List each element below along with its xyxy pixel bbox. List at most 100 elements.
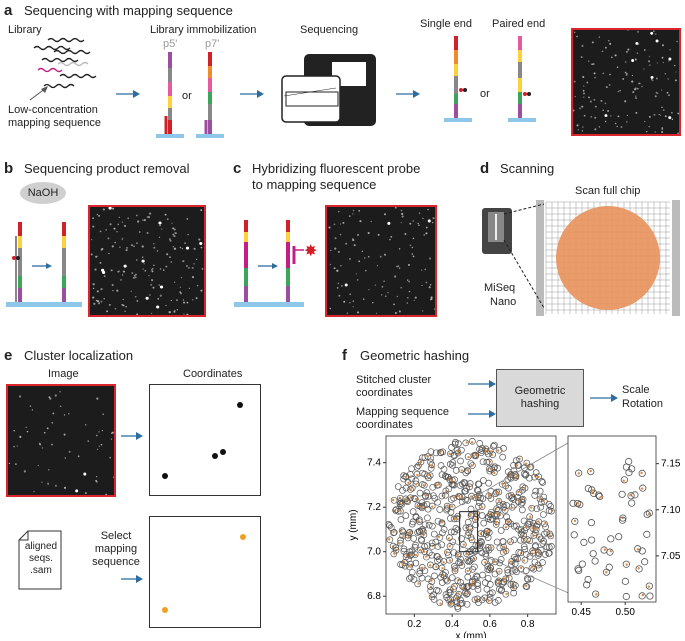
zoom-region [459, 511, 479, 553]
cluster-spot [95, 255, 98, 258]
cluster-spot [636, 52, 639, 55]
mapping-marker [536, 550, 539, 553]
cluster-spot [84, 492, 87, 495]
cluster-marker [474, 582, 481, 589]
y-tick-label: 7.2 [367, 502, 381, 513]
cluster-spot [179, 292, 183, 295]
cluster-marker [639, 484, 647, 492]
mapping-marker [441, 567, 444, 570]
cluster-spot [136, 242, 138, 245]
cluster-spot [8, 462, 10, 465]
pointer-arrow [29, 86, 48, 101]
cluster-spot [589, 100, 592, 103]
cluster-marker [466, 557, 474, 565]
cluster-spot [110, 438, 113, 440]
cluster-spot [582, 126, 584, 128]
cluster-marker [475, 541, 482, 549]
mapping-marker [487, 599, 490, 603]
cluster-marker [645, 509, 653, 517]
cluster-spot [102, 208, 105, 211]
cluster-spot [591, 63, 593, 66]
cluster-marker [445, 551, 452, 559]
cluster-spot [95, 479, 97, 482]
cluster-spot [588, 60, 590, 62]
cluster-spot [112, 289, 114, 292]
cluster-marker [443, 502, 451, 510]
cluster-spot [635, 95, 637, 97]
mapping-marker [465, 441, 468, 444]
cluster-spot [604, 120, 607, 123]
cluster-marker [427, 448, 435, 456]
cluster-marker [526, 518, 534, 526]
cluster-marker [541, 551, 549, 558]
cluster-spot [193, 263, 195, 265]
cluster-spot [661, 106, 663, 109]
cluster-marker [490, 442, 497, 450]
mapping-marker [404, 475, 408, 479]
cluster-marker [458, 446, 465, 454]
cluster-marker [390, 550, 398, 558]
cluster-spot [598, 36, 601, 38]
cluster-marker [628, 465, 636, 473]
mapping-marker [494, 520, 498, 524]
zoom-connector-lines [451, 435, 581, 599]
cluster-marker [474, 579, 482, 587]
cluster-marker [386, 536, 394, 544]
cluster-marker [504, 468, 512, 476]
cluster-spot [19, 435, 22, 439]
cluster-spot [136, 299, 139, 302]
panel-a-letter: a [4, 2, 13, 19]
cluster-spot [169, 256, 171, 258]
panel-c-title-line1: Hybridizing fluorescent probe [252, 161, 421, 176]
cluster-marker [578, 560, 586, 568]
cluster-marker [418, 502, 426, 510]
mapping-marker [493, 471, 496, 475]
cluster-spot [92, 225, 95, 228]
mapping-marker [485, 530, 488, 533]
mapping-marker [490, 546, 493, 549]
cluster-marker [472, 451, 479, 459]
cluster-spot [107, 237, 110, 240]
cluster-spot [125, 305, 127, 308]
x-tick-label: 0.4 [445, 619, 459, 630]
cluster-marker [589, 550, 597, 558]
cluster-spot [126, 246, 128, 249]
cluster-spot [25, 426, 27, 429]
sequencing-label: Sequencing [300, 24, 359, 36]
cluster-spot [92, 287, 95, 290]
flowcell-scan-illustration [482, 200, 680, 316]
cluster-spot [384, 213, 387, 216]
cluster-marker [406, 575, 413, 582]
library-immobilization-label: Library immobilization [150, 24, 257, 36]
cluster-spot [95, 434, 98, 437]
cluster-marker [466, 525, 474, 533]
cluster-spot [196, 284, 199, 287]
cluster-spot [409, 244, 412, 247]
cluster-spot [609, 42, 612, 45]
cluster-marker [415, 462, 422, 469]
cluster-marker [447, 600, 455, 608]
cluster-spot [133, 274, 136, 277]
cluster-marker [495, 567, 503, 575]
cluster-spot [142, 219, 144, 221]
cluster-marker [533, 505, 541, 513]
cluster-spot [138, 231, 141, 233]
cluster-marker [428, 551, 436, 559]
cluster-marker [419, 527, 427, 535]
cluster-spot [394, 275, 397, 278]
cluster-marker [518, 506, 526, 514]
cluster-spot [108, 252, 110, 255]
cluster-spot [593, 72, 596, 75]
cluster-marker [509, 494, 517, 501]
arrow-a1 [116, 90, 140, 98]
mapping-marker [422, 483, 425, 487]
cluster-marker [454, 605, 462, 612]
cluster-spot [143, 219, 146, 222]
panel-b-title: Sequencing product removal [24, 161, 190, 176]
cluster-spot [591, 41, 594, 44]
cluster-marker [402, 495, 410, 503]
cluster-marker [620, 476, 628, 484]
cluster-marker [483, 458, 491, 466]
cluster-spot [352, 306, 354, 308]
cluster-spot [611, 56, 613, 59]
